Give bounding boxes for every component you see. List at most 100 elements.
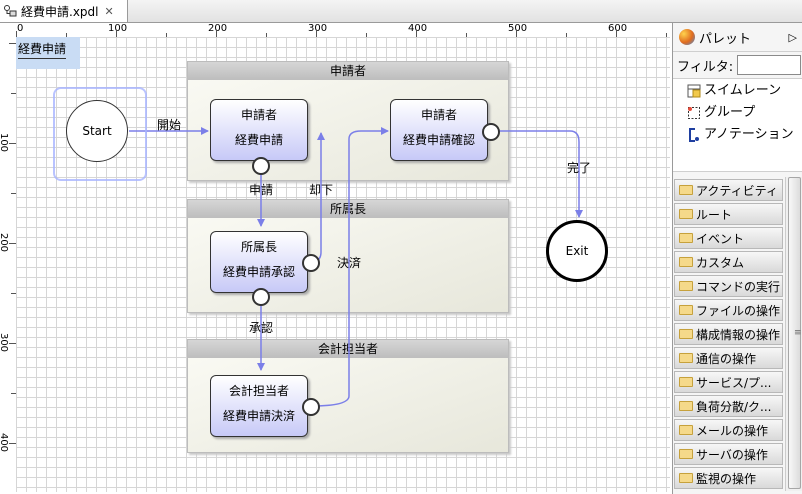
task-role: 申請者 bbox=[240, 108, 277, 122]
transition-label: 申請 bbox=[249, 183, 274, 197]
palette-scrollbar[interactable]: ≡ bbox=[785, 177, 802, 491]
task-name: 経費申請確認 bbox=[402, 133, 475, 147]
task-application-settlement[interactable]: 会計担当者 経費申請決済 bbox=[210, 375, 308, 437]
folder-icon bbox=[679, 209, 693, 219]
ruler-label: 300 bbox=[308, 23, 328, 34]
collapse-arrow-icon[interactable]: ▷ bbox=[788, 30, 797, 44]
folder-icon bbox=[679, 233, 693, 243]
filter-input[interactable] bbox=[737, 55, 802, 75]
filter-label: フィルタ: bbox=[677, 59, 734, 75]
task-output-port[interactable] bbox=[302, 398, 320, 416]
task-name: 経費申請決済 bbox=[222, 409, 295, 423]
palette-icon bbox=[679, 29, 695, 45]
scrollbar-thumb[interactable]: ≡ bbox=[788, 177, 802, 489]
pool-label[interactable]: 経費申請 bbox=[16, 37, 80, 69]
ruler-label: 400 bbox=[0, 432, 10, 453]
drawer-label: 構成情報の操作 bbox=[696, 327, 781, 342]
palette-title: パレット bbox=[699, 31, 752, 47]
drawer-server[interactable]: サーバの操作 bbox=[674, 443, 783, 465]
drawer-command[interactable]: コマンドの実行 bbox=[674, 275, 783, 297]
drawer-mail[interactable]: メールの操作 bbox=[674, 419, 783, 441]
group-icon bbox=[688, 107, 700, 119]
pool-name: 経費申請 bbox=[18, 40, 67, 59]
drawer-file[interactable]: ファイルの操作 bbox=[674, 299, 783, 321]
tool-group[interactable]: グループ bbox=[687, 105, 802, 121]
folder-icon bbox=[679, 185, 693, 195]
drawer-activity[interactable]: アクティビティ bbox=[674, 179, 783, 201]
folder-icon bbox=[679, 257, 693, 267]
selection-handle[interactable] bbox=[53, 87, 147, 181]
task-output-port[interactable] bbox=[252, 157, 270, 175]
drawer-label: ファイルの操作 bbox=[696, 303, 781, 318]
folder-icon bbox=[679, 425, 693, 435]
annotation-icon bbox=[689, 128, 699, 142]
drawer-label: サーバの操作 bbox=[696, 447, 768, 462]
drawer-monitor[interactable]: 監視の操作 bbox=[674, 467, 783, 489]
end-event-label: Exit bbox=[565, 244, 589, 258]
folder-icon bbox=[679, 473, 693, 483]
diagram-canvas[interactable]: 経費申請 申請者 所属長 会計担当者 Start Exit 申請者 経費申請 bbox=[16, 37, 670, 492]
drawer-loadbalance[interactable]: 負荷分散/ク... bbox=[674, 395, 783, 417]
drawer-custom[interactable]: カスタム bbox=[674, 251, 783, 273]
folder-icon bbox=[679, 305, 693, 315]
tool-annotation[interactable]: アノテーション bbox=[687, 127, 802, 143]
task-role: 申請者 bbox=[420, 108, 457, 122]
task-name: 経費申請 bbox=[234, 133, 283, 147]
folder-icon bbox=[679, 353, 693, 363]
swimlane-icon bbox=[687, 84, 701, 98]
ruler-label: 500 bbox=[508, 23, 528, 34]
ruler-label: 100 bbox=[0, 132, 10, 153]
ruler-label: 0 bbox=[17, 23, 24, 34]
transition-label: 完了 bbox=[567, 161, 592, 175]
palette-drawers: アクティビティ ルート イベント カスタム コマンドの実行 ファイルの操作 構成… bbox=[673, 177, 783, 489]
tool-label: スイムレーン bbox=[704, 83, 782, 98]
task-expense-application[interactable]: 申請者 経費申請 bbox=[210, 99, 308, 161]
drawer-label: ルート bbox=[696, 207, 733, 222]
transition-label: 承認 bbox=[249, 321, 274, 335]
process-file-icon bbox=[4, 5, 17, 17]
task-role: 所属長 bbox=[240, 240, 277, 254]
folder-icon bbox=[679, 377, 693, 387]
drawer-event[interactable]: イベント bbox=[674, 227, 783, 249]
drawer-label: カスタム bbox=[696, 255, 745, 270]
folder-icon bbox=[679, 401, 693, 411]
tool-label: アノテーション bbox=[704, 127, 794, 142]
tool-swimlane[interactable]: スイムレーン bbox=[687, 83, 802, 99]
drawer-label: アクティビティ bbox=[696, 183, 778, 198]
drawer-comm[interactable]: 通信の操作 bbox=[674, 347, 783, 369]
transition-label: 開始 bbox=[157, 118, 182, 132]
tool-label: グループ bbox=[704, 105, 756, 120]
lane-header: 会計担当者 bbox=[188, 340, 508, 358]
drawer-label: イベント bbox=[696, 231, 745, 246]
task-output-port[interactable] bbox=[482, 123, 500, 141]
drawer-label: 監視の操作 bbox=[696, 471, 757, 486]
task-role: 会計担当者 bbox=[228, 384, 289, 398]
drawer-label: 負荷分散/ク... bbox=[696, 399, 772, 414]
drawer-route[interactable]: ルート bbox=[674, 203, 783, 225]
drawer-config[interactable]: 構成情報の操作 bbox=[674, 323, 783, 345]
editor-tab-title: 経費申請.xpdl bbox=[21, 4, 99, 19]
start-event[interactable]: Start bbox=[66, 100, 128, 162]
ruler-label: 100 bbox=[108, 23, 128, 34]
transition-label: 却下 bbox=[309, 183, 334, 197]
end-event[interactable]: Exit bbox=[546, 220, 608, 282]
task-application-approval[interactable]: 所属長 経費申請承認 bbox=[210, 231, 308, 293]
folder-icon bbox=[679, 329, 693, 339]
close-icon[interactable]: ✕ bbox=[104, 4, 114, 18]
ruler-corner bbox=[0, 23, 17, 38]
task-application-confirm[interactable]: 申請者 経費申請確認 bbox=[390, 99, 488, 161]
vertical-ruler: 100 200 300 400 bbox=[0, 37, 17, 492]
lane-header: 申請者 bbox=[188, 62, 508, 80]
drawer-label: サービス/プ... bbox=[696, 375, 772, 390]
drawer-service[interactable]: サービス/プ... bbox=[674, 371, 783, 393]
transition-label: 決済 bbox=[337, 256, 362, 270]
task-name: 経費申請承認 bbox=[222, 265, 295, 279]
ruler-label: 200 bbox=[0, 232, 10, 253]
folder-icon bbox=[679, 449, 693, 459]
task-output-port[interactable] bbox=[252, 288, 270, 306]
drawer-label: メールの操作 bbox=[696, 423, 769, 438]
task-output-port[interactable] bbox=[302, 254, 320, 272]
ruler-label: 400 bbox=[408, 23, 428, 34]
horizontal-ruler: 0 100 200 300 400 500 600 bbox=[16, 23, 670, 38]
editor-tab[interactable]: 経費申請.xpdl ✕ bbox=[0, 0, 128, 22]
